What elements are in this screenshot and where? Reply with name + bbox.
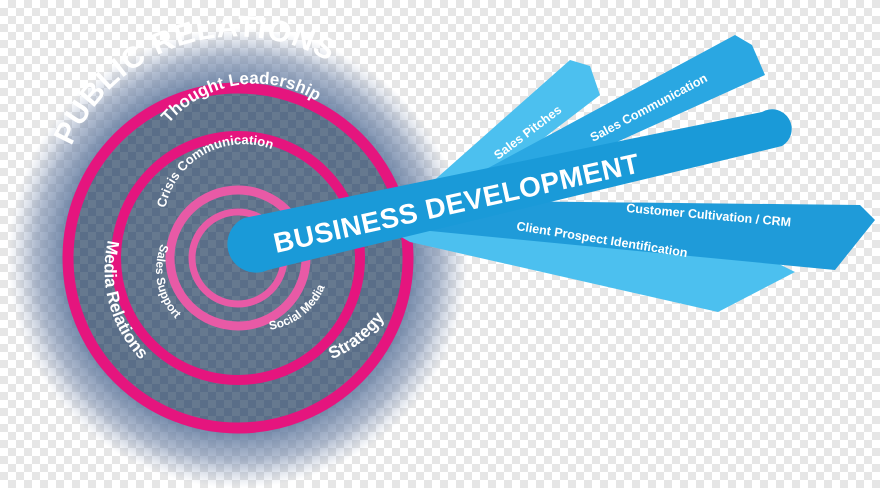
target-ring-outer	[62, 82, 414, 434]
blade-customer-cultivation	[400, 200, 875, 270]
blade-client-prospect	[380, 225, 795, 312]
arrow-main	[227, 109, 792, 273]
target-ring-middle	[111, 131, 365, 385]
